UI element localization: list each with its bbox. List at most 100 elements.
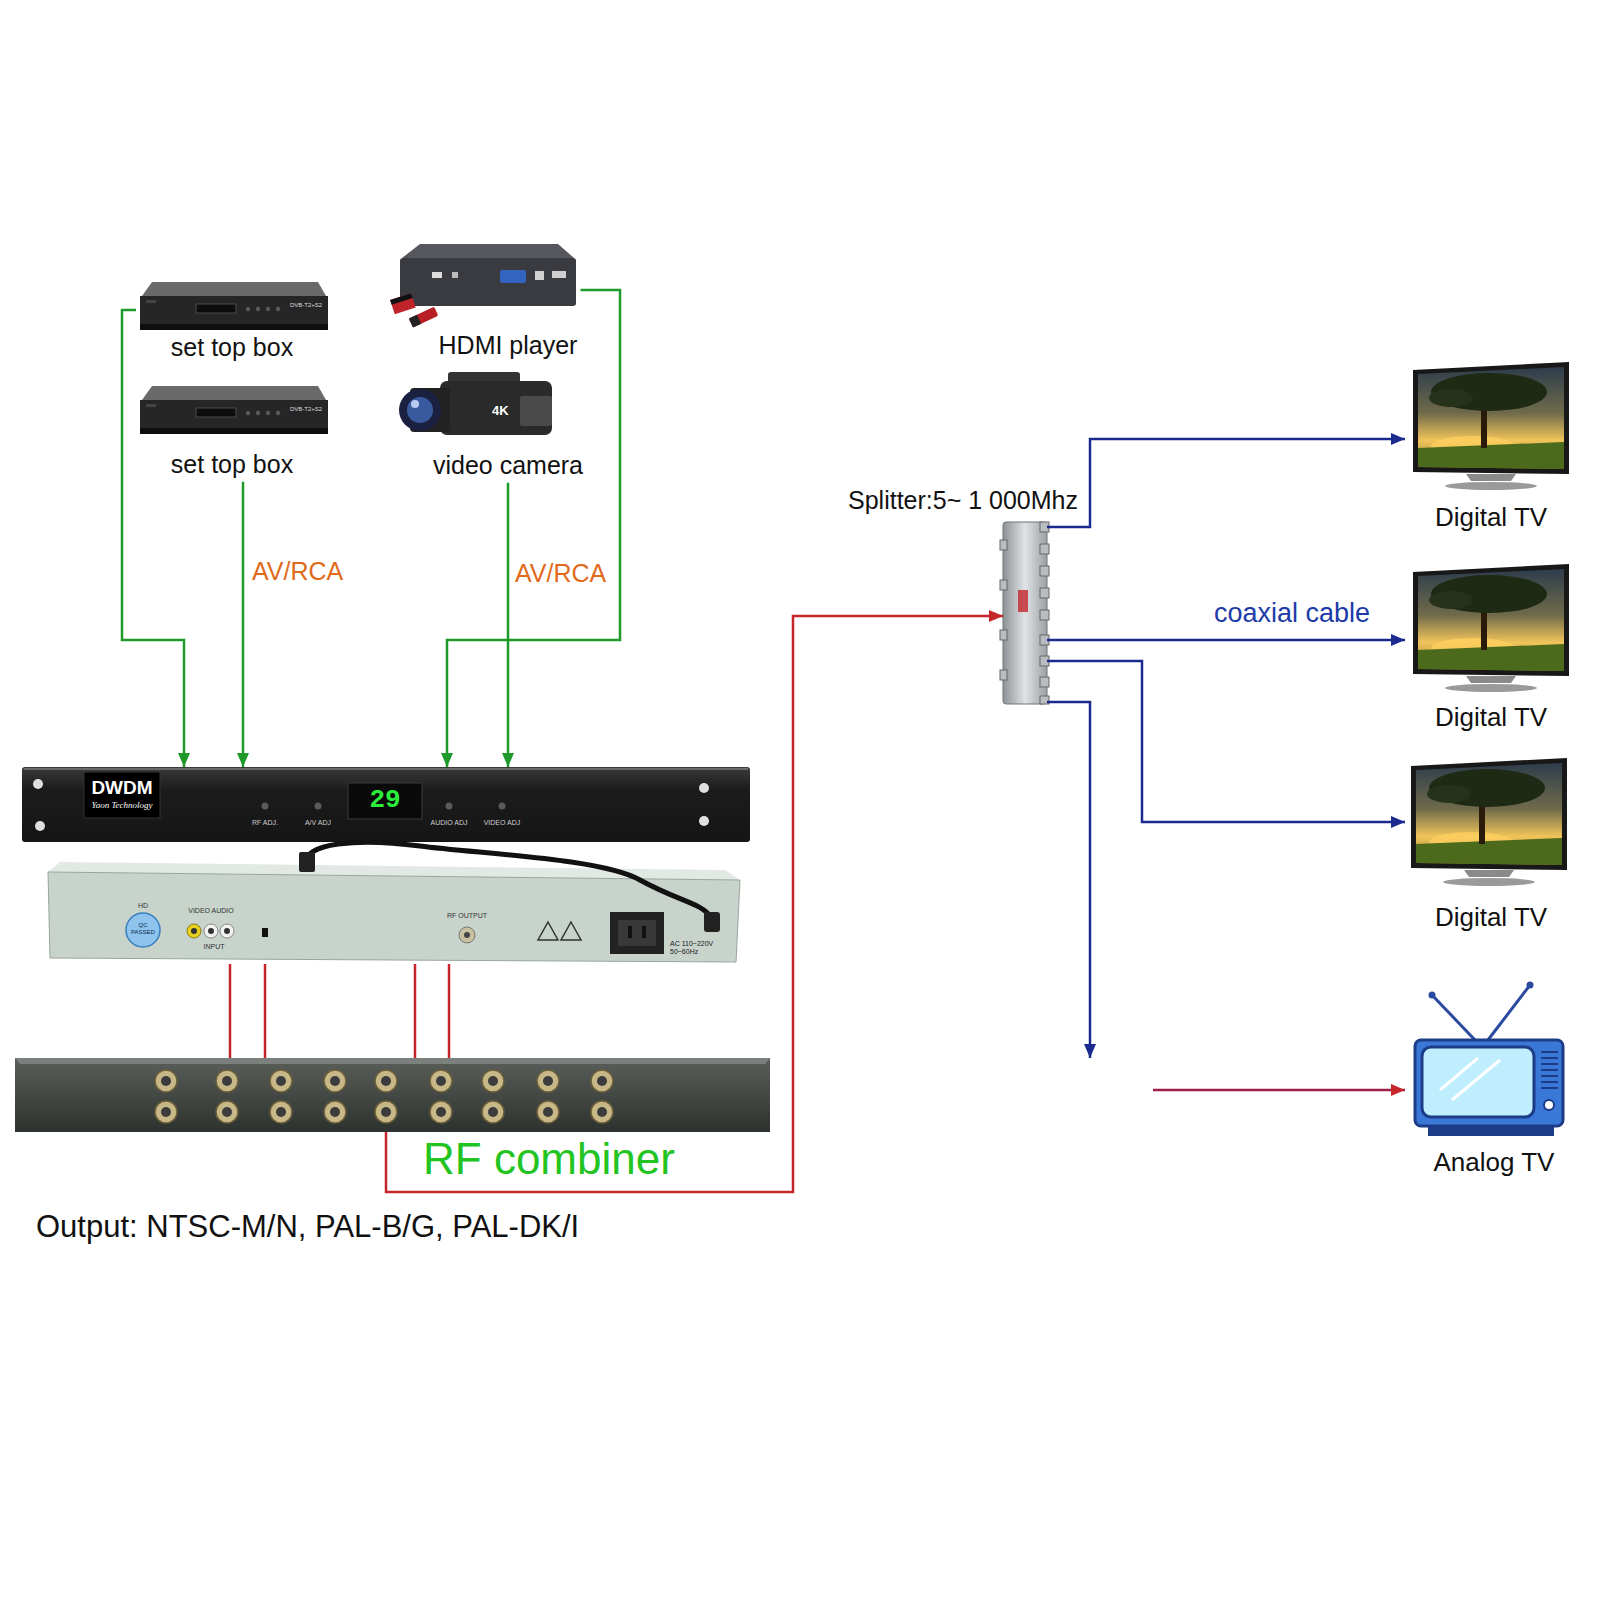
modulator-front-panel — [315, 803, 322, 810]
rf-combiner-panel — [430, 1101, 452, 1123]
text-slot: RF combiner — [423, 1134, 675, 1185]
edge-label: coaxial cable — [1211, 598, 1373, 629]
port-label: INPUT — [204, 943, 225, 951]
text-slot: AV/RCA — [512, 559, 609, 588]
hdmi-player-icon — [432, 272, 442, 278]
set-top-box-icon — [140, 282, 328, 330]
text-slot: INPUT — [204, 943, 225, 951]
analog-tv-icon — [1527, 982, 1534, 989]
splitter-device — [1040, 544, 1049, 554]
tv-node: Analog TV — [1410, 978, 1572, 1181]
modulator-front-panel — [446, 803, 453, 810]
knob-label: RF ADJ. — [252, 819, 278, 827]
video-camera-icon — [440, 381, 552, 435]
device-node: set top box — [136, 278, 328, 365]
modulator-rear-panel — [464, 932, 470, 938]
modulator-rear-panel — [208, 928, 214, 934]
rf-combiner-panel — [543, 1076, 553, 1086]
rf-combiner-panel — [482, 1070, 504, 1092]
text-slot: 4K — [492, 404, 509, 419]
text-slot: RF OUTPUT — [447, 912, 487, 920]
analog-tv-icon — [1541, 1052, 1558, 1088]
video-camera-icon — [411, 400, 419, 408]
edge-label: AV/RCA — [512, 559, 609, 588]
modulator-front-panel — [348, 783, 422, 819]
device-node: set top box — [136, 384, 328, 482]
connector-line — [242, 482, 245, 767]
text-slot: Digital TV — [1435, 903, 1547, 933]
modulator-rear-panel — [306, 842, 712, 918]
hdmi-player-icon — [409, 307, 439, 328]
splitter-device — [1040, 610, 1049, 620]
rf-combiner-panel — [15, 1058, 770, 1132]
digital-tv-icon — [1413, 362, 1569, 490]
text-slot: set top box — [171, 333, 293, 362]
rf-combiner-panel — [430, 1070, 452, 1092]
splitter-device — [1000, 522, 1049, 704]
rf-combiner-panel — [276, 1076, 286, 1086]
hdmi-player-icon — [390, 293, 416, 314]
splitter-device — [1040, 566, 1049, 576]
rf-combiner-panel — [216, 1070, 238, 1092]
channel-display: 29 — [369, 786, 400, 816]
output-note: Output: NTSC-M/N, PAL-B/G, PAL-DK/I — [36, 1209, 579, 1245]
analog-tv-icon — [1541, 1063, 1558, 1065]
modulator-front: DWDMYaon Technology29RF ADJ.A/V ADJAUDIO… — [22, 767, 750, 842]
connector-line — [447, 290, 620, 767]
rf-combiner-panel — [270, 1070, 292, 1092]
text-slot: DWDM — [91, 777, 152, 799]
hdmi-player-icon — [390, 293, 412, 305]
tv-node: Digital TV — [1405, 360, 1577, 536]
caption: set top box — [171, 450, 293, 479]
connector-line — [229, 964, 232, 1058]
modulator-rear-panel — [561, 922, 581, 940]
analog-tv-icon — [1432, 995, 1475, 1040]
modulator-rear-panel — [224, 928, 230, 934]
hdmi-player-icon — [452, 272, 458, 278]
set-top-box-icon — [140, 282, 328, 434]
rf-combiner-panel — [591, 1070, 613, 1092]
rf-combiner-panel — [597, 1107, 607, 1117]
rf-combiner-panel — [222, 1076, 232, 1086]
loose-arrows — [1047, 702, 1090, 1058]
analog-tv-icon — [1440, 1058, 1478, 1090]
rf-combiner-panel — [330, 1107, 340, 1117]
rf-combiner: RF combiner — [15, 1058, 770, 1132]
analog-tv-icon — [1541, 1069, 1558, 1071]
digital-tv-icon — [1411, 758, 1567, 886]
connector-line — [448, 964, 451, 1058]
hdmi-player-icon — [409, 307, 439, 328]
text-slot: RF ADJ. — [252, 819, 278, 827]
splitter-device — [1018, 590, 1028, 612]
text-slot: Digital TV — [1435, 703, 1547, 733]
text-slot: DVB-T2+S2 — [290, 406, 322, 413]
rf-combiner-panel — [276, 1107, 286, 1117]
video-camera-icon — [399, 389, 441, 431]
modulator-front-panel — [499, 803, 506, 810]
modulator-front-panel — [22, 767, 750, 842]
hdmi-player-icon — [390, 244, 576, 328]
modulator-rear-panel — [618, 920, 656, 946]
text-slot: Digital TV — [1435, 503, 1547, 533]
text-slot: Analog TV — [1434, 1148, 1555, 1178]
tv-node: Digital TV — [1405, 560, 1577, 736]
analog-tv-icon — [1541, 1087, 1558, 1089]
modulator-rear-panel — [610, 912, 664, 954]
video-camera-icon — [520, 396, 552, 426]
connector-line — [1047, 639, 1405, 642]
loose-arrows — [1047, 702, 1405, 1090]
connector-line — [386, 616, 1003, 1192]
analog-tv-icon — [1541, 1081, 1558, 1083]
splitter: Splitter:5~ 1 000Mhz — [1003, 522, 1047, 704]
modulator-front-panel — [699, 816, 709, 826]
connector-line — [507, 483, 510, 767]
analog-tv-icon — [1488, 985, 1530, 1040]
hdmi-player-icon — [390, 293, 416, 314]
caption: Digital TV — [1435, 903, 1547, 933]
analog-tv-icon — [1422, 1047, 1534, 1117]
brand-logo: DWDM — [91, 777, 152, 799]
rf-combiner-panel — [482, 1101, 504, 1123]
device-node: HDMI player — [388, 241, 580, 363]
splitter-device — [1000, 670, 1007, 680]
